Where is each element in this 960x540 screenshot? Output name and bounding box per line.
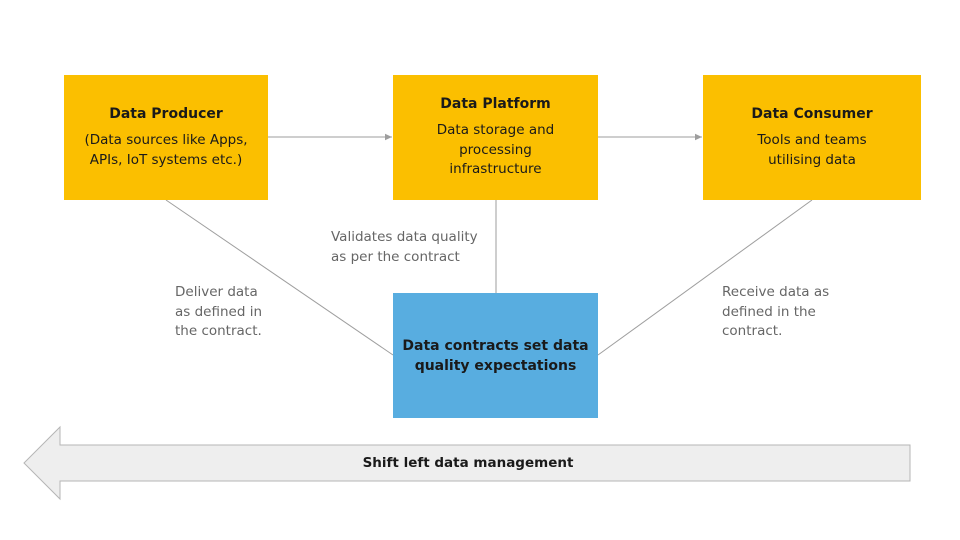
consumer-contract-connector bbox=[597, 199, 813, 356]
data-platform-title: Data Platform bbox=[440, 96, 551, 113]
data-platform-description: Data storage and processing infrastructu… bbox=[436, 122, 555, 178]
validates-quality-note: Validates data quality as per the contra… bbox=[331, 229, 478, 265]
producer-contract-connector bbox=[165, 199, 394, 356]
data-producer-description: (Data sources like Apps, APIs, IoT syste… bbox=[84, 132, 248, 168]
data-consumer-title: Data Consumer bbox=[751, 106, 873, 122]
shift-left-label: Shift left data management bbox=[362, 455, 574, 471]
receive-data-note: Receive data as defined in the contract. bbox=[722, 284, 830, 339]
data-contracts-box: Data contracts set data quality expectat… bbox=[393, 293, 598, 418]
data-producer-title: Data Producer bbox=[109, 106, 223, 122]
data-contracts-title: Data contracts set data quality expectat… bbox=[402, 337, 589, 374]
data-consumer-box: Data Consumer Tools and teams utilising … bbox=[703, 75, 921, 200]
data-producer-box: Data Producer (Data sources like Apps, A… bbox=[64, 75, 268, 200]
data-platform-box: Data Platform Data storage and processin… bbox=[393, 75, 598, 200]
deliver-data-note: Deliver data as defined in the contract. bbox=[175, 284, 263, 339]
shift-left-arrow bbox=[23, 425, 911, 501]
data-consumer-description: Tools and teams utilising data bbox=[757, 132, 867, 168]
